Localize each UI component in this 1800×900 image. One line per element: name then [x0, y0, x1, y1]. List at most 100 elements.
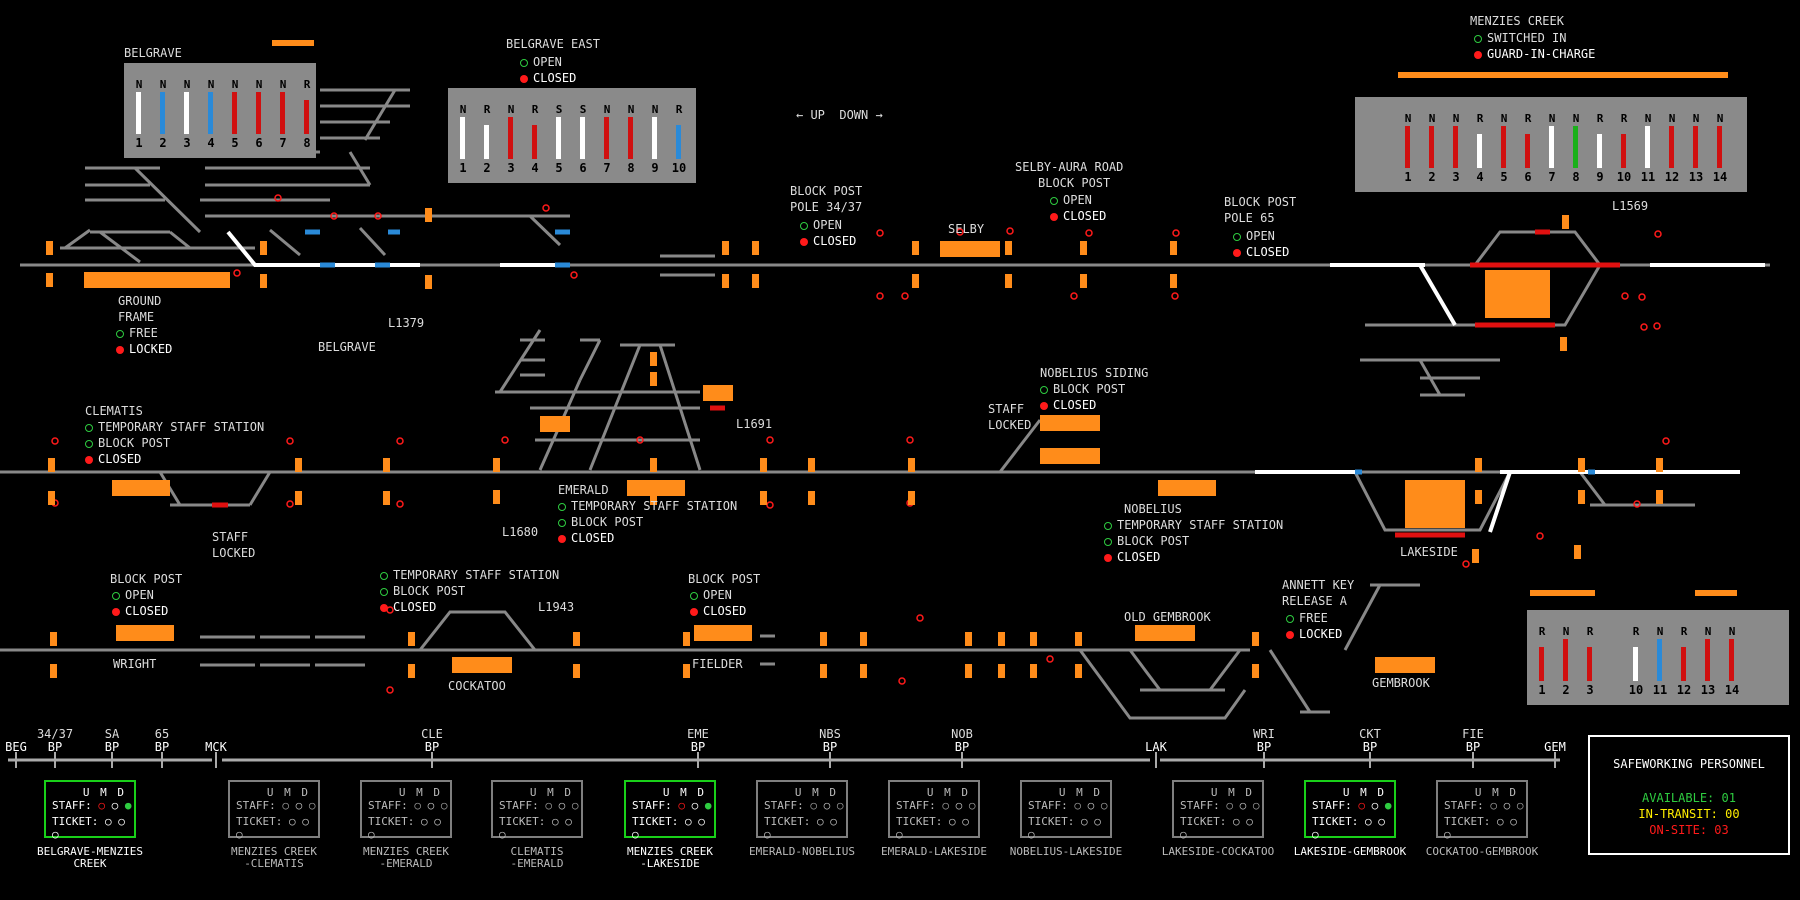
- lever-handle[interactable]: [232, 92, 237, 134]
- signal-lamp[interactable]: [396, 500, 404, 508]
- staff-row[interactable]: STAFF: ○ ○ ○: [764, 799, 844, 812]
- ticket-row[interactable]: TICKET: ○ ○ ○: [1180, 815, 1262, 841]
- lever-handle[interactable]: [304, 100, 309, 134]
- lever-handle[interactable]: [256, 92, 261, 134]
- staff-row[interactable]: STAFF: ○ ○ ○: [368, 799, 448, 812]
- lever-handle[interactable]: [1453, 126, 1458, 168]
- signal-lamp[interactable]: [1633, 500, 1641, 508]
- lever-handle[interactable]: [1681, 647, 1686, 681]
- line-diagram-code[interactable]: BP: [822, 740, 838, 754]
- signal-lamp[interactable]: [286, 437, 294, 445]
- staff-row[interactable]: STAFF: ○ ○ ○: [1028, 799, 1108, 812]
- line-diagram-code[interactable]: GEM: [1544, 740, 1566, 754]
- line-diagram-code[interactable]: BP: [47, 740, 63, 754]
- line-diagram-code[interactable]: BP: [954, 740, 970, 754]
- staff-row[interactable]: STAFF: ○ ○ ○: [236, 799, 316, 812]
- line-diagram-code[interactable]: BP: [424, 740, 440, 754]
- signal-lamp[interactable]: [274, 194, 282, 202]
- ticket-row[interactable]: TICKET: ○ ○ ○: [896, 815, 978, 841]
- signal-lamp[interactable]: [330, 212, 338, 220]
- ticket-row[interactable]: TICKET: ○ ○ ○: [236, 815, 318, 841]
- lever-handle[interactable]: [1429, 126, 1434, 168]
- signal-lamp[interactable]: [1462, 560, 1470, 568]
- lever-handle[interactable]: [484, 125, 489, 159]
- signal-lamp[interactable]: [570, 271, 578, 279]
- line-diagram-code[interactable]: BEG: [5, 740, 27, 754]
- lever-handle[interactable]: [1633, 647, 1638, 681]
- ticket-row[interactable]: TICKET: ○ ○ ○: [764, 815, 846, 841]
- lever-handle[interactable]: [652, 117, 657, 159]
- signal-lamp[interactable]: [1171, 292, 1179, 300]
- signal-lamp[interactable]: [396, 437, 404, 445]
- signal-lamp[interactable]: [233, 269, 241, 277]
- signal-lamp[interactable]: [956, 228, 964, 236]
- lever-handle[interactable]: [676, 125, 681, 159]
- line-diagram-code[interactable]: BP: [1256, 740, 1272, 754]
- signal-lamp[interactable]: [898, 677, 906, 685]
- staff-row[interactable]: STAFF: ○ ○ ○: [896, 799, 976, 812]
- lever-handle[interactable]: [184, 92, 189, 134]
- lever-handle[interactable]: [1587, 647, 1592, 681]
- lever-handle[interactable]: [1539, 647, 1544, 681]
- lever-handle[interactable]: [1573, 126, 1578, 168]
- ticket-row[interactable]: TICKET: ○ ○ ○: [1312, 815, 1394, 841]
- line-diagram-code[interactable]: BP: [1362, 740, 1378, 754]
- ticket-row[interactable]: TICKET: ○ ○ ○: [499, 815, 581, 841]
- staff-row[interactable]: STAFF: ○ ○ ○: [1444, 799, 1524, 812]
- signal-lamp[interactable]: [906, 436, 914, 444]
- signal-lamp[interactable]: [542, 204, 550, 212]
- signal-lamp[interactable]: [386, 686, 394, 694]
- signal-lamp[interactable]: [766, 436, 774, 444]
- signal-lamp[interactable]: [1070, 292, 1078, 300]
- signal-lamp[interactable]: [916, 614, 924, 622]
- ticket-row[interactable]: TICKET: ○ ○ ○: [52, 815, 134, 841]
- lever-handle[interactable]: [508, 117, 513, 159]
- ticket-row[interactable]: TICKET: ○ ○ ○: [368, 815, 450, 841]
- signal-lamp[interactable]: [901, 292, 909, 300]
- lever-handle[interactable]: [628, 117, 633, 159]
- signal-lamp[interactable]: [51, 437, 59, 445]
- lever-handle[interactable]: [532, 125, 537, 159]
- lever-handle[interactable]: [460, 117, 465, 159]
- lever-handle[interactable]: [160, 92, 165, 134]
- lever-handle[interactable]: [556, 117, 561, 159]
- lever-handle[interactable]: [280, 92, 285, 134]
- staff-row[interactable]: STAFF: ○ ○ ●: [1312, 799, 1392, 812]
- staff-row[interactable]: STAFF: ○ ○ ●: [632, 799, 712, 812]
- signal-lamp[interactable]: [1640, 323, 1648, 331]
- signal-lamp[interactable]: [1085, 229, 1093, 237]
- staff-row[interactable]: STAFF: ○ ○ ○: [499, 799, 579, 812]
